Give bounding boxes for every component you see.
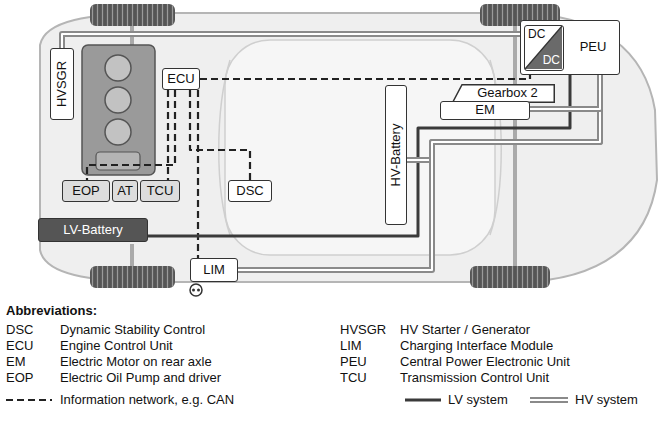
legend-sample <box>530 400 568 401</box>
can-line <box>6 399 52 401</box>
wheel-tread <box>470 266 550 288</box>
dcdc-diagonal <box>525 26 562 69</box>
can-connector <box>87 90 175 180</box>
charging-plug <box>190 284 202 296</box>
hv-connector <box>238 75 600 270</box>
engine-cylinder <box>105 119 131 145</box>
can-line <box>197 90 199 258</box>
hv-line <box>238 75 600 270</box>
abbreviation-text: Central Power Electronic Unit <box>400 354 570 369</box>
can-connector <box>198 90 199 258</box>
abbreviation-text: Dynamic Stability Control <box>60 322 205 337</box>
can-line <box>167 90 169 180</box>
node-text: DSC <box>236 184 263 199</box>
hv-line <box>407 75 600 160</box>
starter-generator-box: HVSGR <box>50 48 74 120</box>
engine-cylinder <box>105 87 131 113</box>
hv-line <box>62 34 520 48</box>
can-line <box>87 90 175 180</box>
wheel-tread <box>90 266 175 288</box>
wheel-tread <box>90 4 175 26</box>
legend-sample <box>405 400 441 401</box>
node-text: HV-Battery <box>389 124 404 187</box>
power-electronics-box: PEU DC DC <box>520 20 620 75</box>
abbreviation-text: ECU <box>6 338 33 353</box>
can-connector <box>200 75 530 79</box>
node-text: EOP <box>72 184 99 199</box>
legend-text: LV system <box>448 392 508 407</box>
node-text: HVSGR <box>55 61 70 107</box>
hv-line <box>530 399 568 401</box>
abbreviation-text: Charging Interface Module <box>400 338 553 353</box>
control-unit-box: ECU <box>162 68 200 90</box>
lv-line <box>405 399 441 402</box>
engine-cylinder <box>105 55 131 81</box>
hv-connector <box>407 75 600 160</box>
battery-box: LV-Battery <box>38 218 148 242</box>
wheel <box>90 266 175 288</box>
hv-line <box>407 75 600 160</box>
front-axle <box>130 244 134 266</box>
hv-line <box>238 75 600 270</box>
abbreviation-text: HV Starter / Generator <box>400 322 530 337</box>
can-connector <box>168 90 169 180</box>
battery-box: HV-Battery <box>385 85 407 225</box>
node-text: LIM <box>203 263 225 278</box>
wheel <box>470 266 550 288</box>
node-text: DC <box>543 54 560 68</box>
node-text: AT <box>117 184 133 199</box>
control-unit-box: TCU <box>140 180 180 202</box>
gearbox-housing <box>96 152 140 170</box>
legend-text: Information network, e.g. CAN <box>60 392 234 407</box>
dcdc-half <box>525 26 562 69</box>
abbreviation-text: EOP <box>6 370 33 385</box>
abbreviation-text: Engine Control Unit <box>60 338 173 353</box>
charging-module-box: LIM <box>190 258 238 282</box>
table-heading: Abbreviations: <box>6 303 97 318</box>
lv-connector <box>148 75 570 236</box>
dcdc-converter-box: DC DC <box>524 25 564 71</box>
legend-text: HV system <box>575 392 638 407</box>
node-text: TCU <box>147 184 174 199</box>
abbreviation-text: Electric Oil Pump and driver <box>60 370 221 385</box>
engine-housing <box>82 45 155 175</box>
abbreviation-text: PEU <box>340 354 367 369</box>
node-text: EM <box>475 103 495 118</box>
abbreviation-text: HVSGR <box>340 322 386 337</box>
node-text: DC <box>528 28 545 42</box>
plug-pin <box>192 289 195 292</box>
plug-outline <box>190 284 202 296</box>
abbreviation-text: LIM <box>340 338 362 353</box>
abbreviation-text: Electric Motor on rear axle <box>60 354 212 369</box>
can-line <box>200 75 530 79</box>
abbreviation-text: Transmission Control Unit <box>400 370 549 385</box>
legend-sample <box>6 400 52 401</box>
windshield-line <box>219 60 230 235</box>
hv-connector <box>62 34 520 48</box>
pump-box: EOP <box>62 180 110 202</box>
node-text: LV-Battery <box>63 223 123 238</box>
hv-line <box>62 34 520 48</box>
hv-line <box>530 397 568 403</box>
wheels <box>90 4 560 288</box>
motor-box: EM <box>440 101 530 120</box>
node-text: Gearbox 2 <box>477 86 538 101</box>
car-cabin <box>225 40 495 255</box>
transmission-box: AT <box>112 180 138 202</box>
node-text: ECU <box>167 72 194 87</box>
lv-line <box>148 75 570 236</box>
abbreviation-text: DSC <box>6 322 33 337</box>
wheel <box>90 4 175 26</box>
engine-block <box>82 45 155 175</box>
abbreviation-text: TCU <box>340 370 367 385</box>
plug-pin <box>197 289 200 292</box>
control-unit-box: DSC <box>228 180 272 202</box>
node-text: PEU <box>580 40 607 55</box>
gearbox-shape <box>453 85 555 102</box>
abbreviation-text: EM <box>6 354 26 369</box>
